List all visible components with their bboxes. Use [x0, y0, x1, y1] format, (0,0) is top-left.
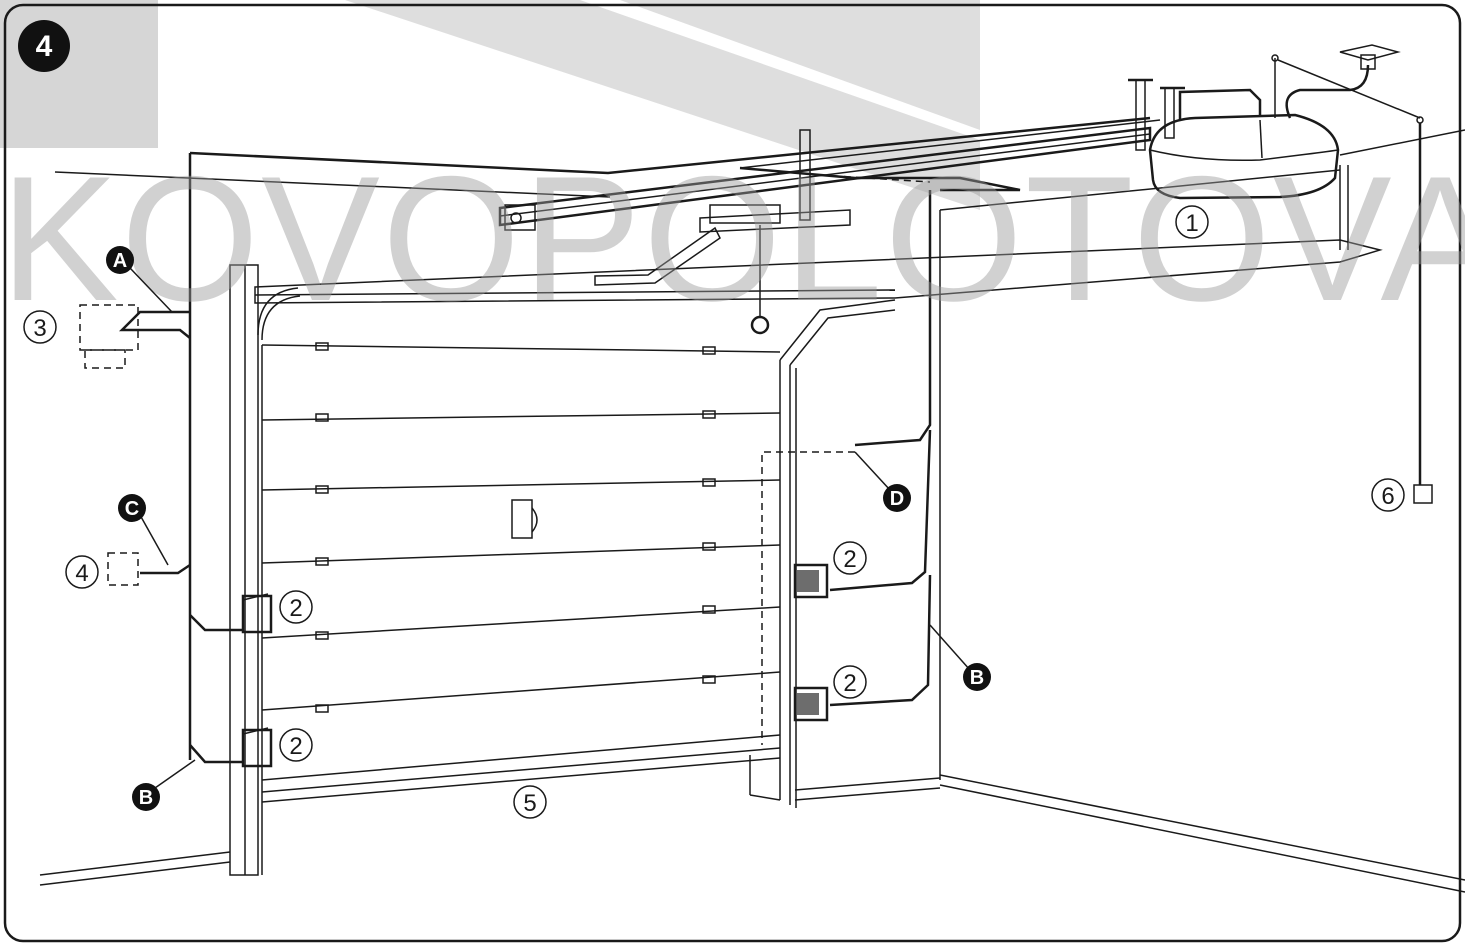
svg-text:2: 2 — [289, 733, 302, 760]
door-frame-left — [229, 264, 301, 876]
callout-2-left-top: 2 — [279, 590, 313, 624]
svg-text:1: 1 — [1185, 210, 1198, 237]
photocell-right-bottom — [793, 686, 829, 722]
svg-text:D: D — [890, 488, 904, 510]
door-header — [254, 239, 1383, 304]
figure-frame — [3, 3, 1462, 943]
background-banners — [0, 0, 980, 210]
sectional-door — [261, 342, 781, 875]
keypad — [107, 552, 139, 586]
callout-2-right-top: 2 — [833, 541, 867, 575]
pull-cord-handle — [1413, 484, 1433, 504]
cable-badge-a: A — [106, 246, 173, 313]
motor-unit — [1148, 113, 1340, 200]
svg-text:6: 6 — [1381, 483, 1394, 510]
release-knob — [750, 315, 770, 335]
cable-badge-b-left: B — [132, 759, 196, 811]
key-selector — [79, 304, 139, 369]
callout-6: 6 — [1371, 478, 1405, 512]
door-frame-right — [779, 299, 896, 808]
cable-badge-b-right: B — [929, 624, 991, 691]
svg-text:5: 5 — [523, 790, 536, 817]
door-handle — [511, 499, 533, 539]
svg-text:2: 2 — [843, 546, 856, 573]
callout-2-left-bottom: 2 — [279, 728, 313, 762]
figure-number-badge: 4 — [18, 20, 70, 72]
photocell-right-top — [793, 563, 829, 599]
svg-text:B: B — [139, 787, 153, 809]
callout-2-right-bottom: 2 — [833, 665, 867, 699]
callout-5: 5 — [513, 785, 547, 819]
callout-4: 4 — [65, 555, 99, 589]
svg-text:2: 2 — [843, 670, 856, 697]
wiring — [118, 190, 932, 764]
svg-text:B: B — [970, 667, 984, 689]
callout-1: 1 — [1175, 205, 1209, 239]
photocell-left-top — [241, 593, 273, 634]
callout-3: 3 — [23, 310, 57, 344]
figure-number: 4 — [36, 30, 53, 63]
room-outline — [39, 116, 1465, 893]
watermark-text: KOVOPOLOTOVARY.CZ — [0, 139, 1465, 338]
svg-text:2: 2 — [289, 595, 302, 622]
cable-badge-d: D — [854, 451, 911, 512]
photocell-left-bottom — [241, 727, 273, 768]
rail-assembly — [498, 78, 1262, 335]
svg-text:A: A — [113, 250, 127, 272]
cable-badge-c: C — [118, 494, 169, 566]
svg-text:4: 4 — [75, 560, 88, 587]
svg-text:3: 3 — [33, 315, 46, 342]
power-cord — [1271, 44, 1433, 504]
svg-text:C: C — [125, 498, 139, 520]
